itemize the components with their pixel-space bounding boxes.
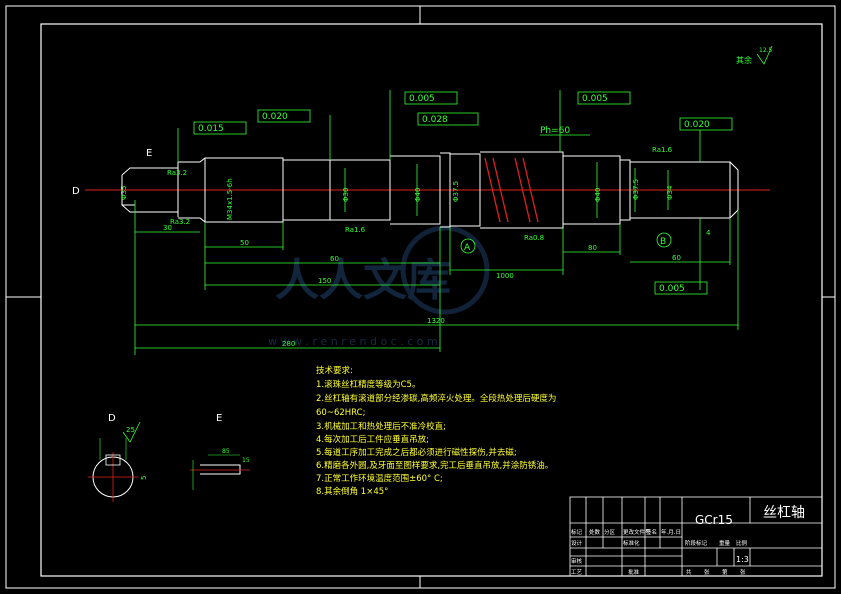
tol-frame-7: 0.005 — [659, 284, 685, 294]
watermark-cn: 人人文库 — [275, 255, 451, 306]
dim-150: 150 — [318, 277, 331, 285]
section-d-roughness: 25 — [126, 426, 135, 434]
dim-60b: 60 — [672, 254, 681, 262]
section-label-d: D — [108, 413, 116, 424]
svg-text:张: 张 — [704, 568, 710, 576]
svg-text:处数: 处数 — [589, 528, 601, 536]
shaft-outline — [121, 151, 739, 229]
part-name: 丝杠轴 — [763, 505, 805, 521]
svg-text:第: 第 — [722, 568, 728, 576]
technical-requirements: 技术要求: 1.滚珠丝杠精度等级为C5。 2.丝杠轴有滚道部分经渗碳,高频淬火处… — [316, 365, 556, 497]
svg-text:签名: 签名 — [646, 528, 657, 536]
svg-text:A: A — [464, 243, 471, 253]
dim-4: 4 — [706, 229, 711, 237]
tech-item-6: 6.精磨各外圆,及牙面至图样要求,完工后垂直吊放,并涂防锈油。 — [316, 460, 553, 471]
view-label-e: E — [146, 148, 152, 159]
svg-text:设计: 设计 — [571, 539, 583, 547]
dia-label-g: Φ35 — [120, 186, 128, 200]
dim-1320: 1320 — [427, 317, 445, 325]
section-d-dim: 5 — [140, 476, 148, 480]
svg-text:张: 张 — [740, 568, 746, 576]
view-label-d: D — [72, 186, 80, 197]
tol-frame-5: 0.005 — [582, 94, 608, 104]
tol-frame-4: 0.028 — [422, 115, 448, 125]
datum-b-marker: B — [656, 232, 672, 248]
tech-item-2b: 60~62HRC; — [316, 408, 365, 418]
section-e-view: 85 15 — [190, 448, 250, 490]
drawing-frame — [5, 5, 836, 589]
svg-text:标记: 标记 — [571, 528, 583, 536]
svg-text:比例: 比例 — [736, 539, 748, 547]
tech-item-8: 8.其余倒角 1×45° — [316, 486, 388, 497]
svg-text:其余: 其余 — [736, 55, 752, 65]
section-d-view: 25 5 — [88, 421, 148, 502]
dim-ph: Ph=60 — [540, 126, 570, 136]
svg-text:年.月.日: 年.月.日 — [661, 528, 681, 536]
svg-text:重量: 重量 — [719, 539, 731, 547]
dim-60: 60 — [330, 255, 339, 263]
dim-1000: 1000 — [496, 272, 514, 280]
dim-30: 30 — [163, 224, 172, 232]
dia-label-f: Φ34 — [666, 185, 674, 200]
ra-08-label: Ra0.8 — [524, 234, 544, 242]
tol-frame-6: 0.020 — [684, 120, 710, 130]
section-e-dim2: 15 — [242, 457, 250, 464]
dimension-lines — [134, 90, 739, 355]
dim-80: 80 — [588, 244, 597, 252]
section-e-dim1: 85 — [222, 448, 230, 455]
watermark: 人人文库 w w w . r e n r e n d o c . c o m — [268, 225, 490, 348]
ball-screw-groove — [484, 157, 539, 223]
dia-label-a: Φ30 — [342, 188, 350, 202]
svg-text:批准: 批准 — [628, 568, 640, 576]
dia-label-c: Φ37.5 — [452, 181, 460, 202]
svg-text:更改文件号: 更改文件号 — [623, 528, 651, 536]
tech-item-1: 1.滚珠丝杠精度等级为C5。 — [316, 379, 420, 390]
ra-16-label: Ra1.6 — [345, 226, 366, 234]
ra-32-left: Ra3.2 — [170, 218, 190, 226]
svg-text:审核: 审核 — [571, 557, 583, 565]
ra-32-label: Ra3.2 — [167, 169, 187, 177]
dim-280: 280 — [282, 340, 295, 348]
tech-item-2: 2.丝杠轴有滚道部分经渗碳,高频淬火处理。全段热处理后硬度为 — [316, 393, 556, 404]
title-block-cells: 标记 处数 分区 更改文件号 签名 年.月.日 设计 标准化 阶段标记 重量 比… — [571, 528, 748, 576]
svg-text:阶段标记: 阶段标记 — [685, 539, 708, 547]
dia-label-b: Φ40 — [414, 188, 422, 202]
svg-text:标准化: 标准化 — [623, 539, 640, 547]
svg-text:分区: 分区 — [604, 528, 616, 536]
tol-frame-3: 0.005 — [409, 94, 435, 104]
tech-title: 技术要求: — [316, 365, 353, 376]
datum-a-marker: A — [460, 238, 476, 254]
title-block — [569, 496, 823, 577]
tol-frame-1: 0.015 — [198, 124, 224, 134]
tech-item-5: 5.每道工序加工完成之后都必须进行磁性探伤,并去磁; — [316, 447, 517, 458]
other-roughness-note: 其余 12.5 — [736, 45, 773, 65]
dim-50: 50 — [240, 239, 249, 247]
svg-text:B: B — [660, 237, 666, 247]
material-label: GCr15 — [695, 513, 733, 527]
dia-label-e: Φ37.5 — [632, 179, 640, 200]
tech-item-3: 3.机械加工和热处理后不准冷校直; — [316, 421, 446, 432]
svg-text:12.5: 12.5 — [759, 47, 773, 54]
svg-text:共: 共 — [686, 568, 692, 576]
svg-text:工艺: 工艺 — [571, 569, 583, 576]
dia-label-d: Φ40 — [594, 188, 602, 202]
scale-value: 1:3 — [736, 555, 749, 564]
tech-item-7: 7.正常工作环境温度范围±60° C; — [316, 473, 443, 484]
tol-frame-2: 0.020 — [262, 112, 288, 122]
tolerance-frames — [193, 91, 733, 295]
thread-label: M34x1.5-6h — [226, 178, 234, 220]
tech-item-4: 4.每次加工后工件应垂直吊放; — [316, 434, 429, 445]
ra-16-right: Ra1.6 — [652, 146, 673, 154]
section-label-e: E — [216, 413, 222, 424]
watermark-url: w w w . r e n r e n d o c . c o m — [268, 335, 438, 348]
